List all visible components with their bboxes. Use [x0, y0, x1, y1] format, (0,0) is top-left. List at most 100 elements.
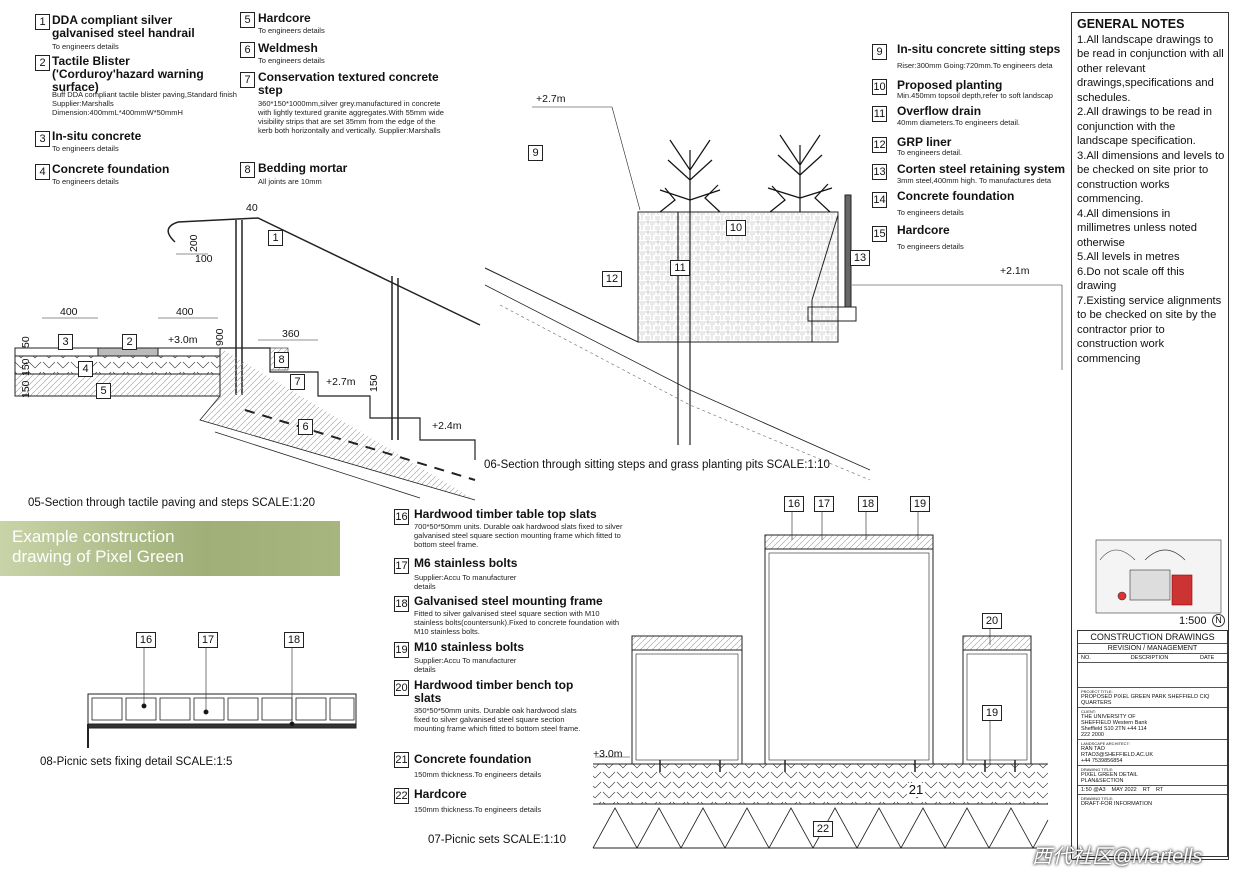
callout-12: 12 — [602, 271, 622, 287]
caption-section-07: 07-Picnic sets SCALE:1:10 — [428, 834, 567, 846]
note-2: 2.All drawings to be read in conjunction… — [1077, 106, 1212, 147]
legend-number: 8 — [240, 162, 255, 178]
legend-title: M10 stainless bolts — [414, 640, 525, 654]
legend-number: 11 — [872, 106, 887, 122]
dim-200: 200 — [188, 234, 200, 252]
dim-400-left: 400 — [60, 306, 78, 318]
callout-19c: 19 — [982, 705, 1002, 721]
note-5: 5.All levels in metres — [1077, 251, 1180, 263]
dim-400-right: 400 — [176, 306, 194, 318]
callout-16b: 16 — [784, 496, 804, 512]
legend-number: 22 — [394, 788, 409, 804]
legend-title: Weldmesh — [258, 41, 318, 55]
legend-number: 14 — [872, 192, 887, 208]
callout-17: 17 — [198, 632, 218, 648]
callout-6: 6 — [298, 419, 313, 435]
revision-empty-rows — [1078, 663, 1227, 688]
legend-number: 1 — [35, 14, 50, 30]
legend-number: 13 — [872, 164, 887, 180]
legend-subtitle: 3mm steel,400mm high. To manufactures de… — [897, 176, 1052, 185]
client-label: CLIENT: — [1081, 709, 1096, 714]
callout-1: 1 — [268, 230, 283, 246]
general-notes-frame — [1071, 12, 1229, 860]
callout-22: 22 — [813, 821, 833, 837]
client: CLIENT: THE UNIVERSITY OF SHEFFIELD West… — [1078, 708, 1227, 740]
legend-subtitle: To engineers details — [52, 42, 119, 51]
callout-7: 7 — [290, 374, 305, 390]
legend-title: Tactile Blister ('Corduroy'hazard warnin… — [52, 54, 204, 94]
legend-title: Hardcore — [897, 223, 950, 237]
legend-subtitle: 150mm thickness.To engineers details — [414, 805, 542, 814]
watermark: 西代社区@Martells — [1032, 846, 1203, 868]
callout-9: 9 — [528, 145, 543, 161]
meta-drawn: RT — [1142, 787, 1150, 793]
legend-subtitle: 350*50*50mm units. Durable oak hardwood … — [414, 706, 581, 733]
architect-value: RAN TAO RTAO3@SHEFFIELD.AC.UK +44 753985… — [1081, 746, 1154, 764]
client-value: THE UNIVERSITY OF SHEFFIELD Western Bank… — [1081, 714, 1148, 738]
legend-subtitle: To engineers details — [52, 177, 119, 186]
legend-subtitle: 40mm diameters.To engineers detail. — [897, 118, 1020, 127]
legend-subtitle: Riser:300mm Going:720mm.To engineers det… — [897, 61, 1053, 70]
legend-title: Concrete foundation — [414, 752, 532, 766]
callout-20: 20 — [982, 613, 1002, 629]
legend-subtitle: To engineers detail. — [897, 148, 963, 157]
drawing-value: PIXEL GREEN DETAIL PLAN&SECTION — [1081, 772, 1138, 784]
legend-title: In-situ concrete sitting steps — [897, 42, 1061, 56]
legend-number: 15 — [872, 226, 887, 242]
callout-13: 13 — [850, 250, 870, 266]
note-3: 3.All dimensions and levels to be checke… — [1077, 149, 1225, 206]
legend-subtitle: To engineers details — [52, 144, 119, 153]
project-label: PROJECT TITLE: — [1081, 689, 1113, 694]
section-05-drawing — [14, 217, 481, 501]
caption-section-08: 08-Picnic sets fixing detail SCALE:1:5 — [40, 756, 233, 768]
legend-number: 4 — [35, 164, 50, 180]
drawing-meta: 1:50 @A3 MAY 2022 RT RT — [1078, 786, 1227, 795]
plant-right — [767, 134, 833, 213]
legend-subtitle: To engineers details — [258, 56, 325, 65]
banner-line-1: Example construction — [12, 527, 175, 546]
callout-5: 5 — [96, 383, 111, 399]
callout-2: 2 — [122, 334, 137, 350]
legend-title: Hardcore — [258, 11, 311, 25]
note-1: 1.All landscape drawings to be read in c… — [1077, 33, 1224, 104]
callout-4: 4 — [78, 361, 93, 377]
architect-label: LANDSCAPE ARCHITECT: — [1081, 741, 1130, 746]
title-block-heading: CONSTRUCTION DRAWINGS — [1078, 631, 1227, 644]
legend-subtitle: To engineers details — [897, 208, 964, 217]
dim-150-c: 150 — [368, 374, 380, 392]
dim-100: 100 — [195, 253, 213, 265]
legend-number: 20 — [394, 680, 409, 696]
level-2-1: +2.1m — [1000, 265, 1030, 277]
callout-11: 11 — [670, 260, 690, 276]
meta-checked: RT — [1155, 787, 1164, 793]
legend-title: Proposed planting — [897, 78, 1003, 92]
project-value: PROPOSED PIXEL GREEN PARK SHEFFIELD CIQ … — [1081, 694, 1210, 706]
rev-col-desc: DESCRIPTION — [1130, 655, 1169, 661]
legend-title: Hardwood timber table top slats — [414, 507, 597, 521]
legend-title: Concrete foundation — [52, 162, 170, 176]
legend-subtitle: Supplier:Accu To manufacturer details — [414, 573, 517, 591]
drawing-title: DRAWING TITLE: PIXEL GREEN DETAIL PLAN&S… — [1078, 766, 1227, 786]
callout-21: 21 — [907, 782, 925, 797]
handrail — [177, 217, 481, 326]
callout-10: 10 — [726, 220, 746, 236]
meta-date: MAY 2022 — [1111, 787, 1137, 793]
dim-150-b: 150 — [20, 358, 32, 376]
plant-left — [659, 139, 721, 213]
callout-19b: 19 — [910, 496, 930, 512]
legend-title: GRP liner — [897, 135, 952, 149]
status-label: DRAWING TITLE: — [1081, 796, 1114, 801]
legend-number: 19 — [394, 642, 409, 658]
north-arrow-icon: N — [1212, 614, 1225, 627]
legend-subtitle: All joints are 10mm — [258, 177, 322, 186]
legend-subtitle: 360*150*1000mm,silver grey.manufactured … — [258, 99, 444, 135]
legend-subtitle: Supplier:Accu To manufacturer details — [414, 656, 517, 674]
legend-subtitle: Min.450mm topsoil depth,refer to soft la… — [897, 91, 1053, 100]
callout-3: 3 — [58, 334, 73, 350]
note-4: 4.All dimensions in millimetres unless n… — [1077, 207, 1198, 249]
dim-900: 900 — [214, 328, 226, 346]
dim-40: 40 — [246, 202, 258, 214]
caption-section-06: 06-Section through sitting steps and gra… — [484, 459, 830, 471]
title-block: CONSTRUCTION DRAWINGS REVISION / MANAGEM… — [1077, 630, 1228, 857]
